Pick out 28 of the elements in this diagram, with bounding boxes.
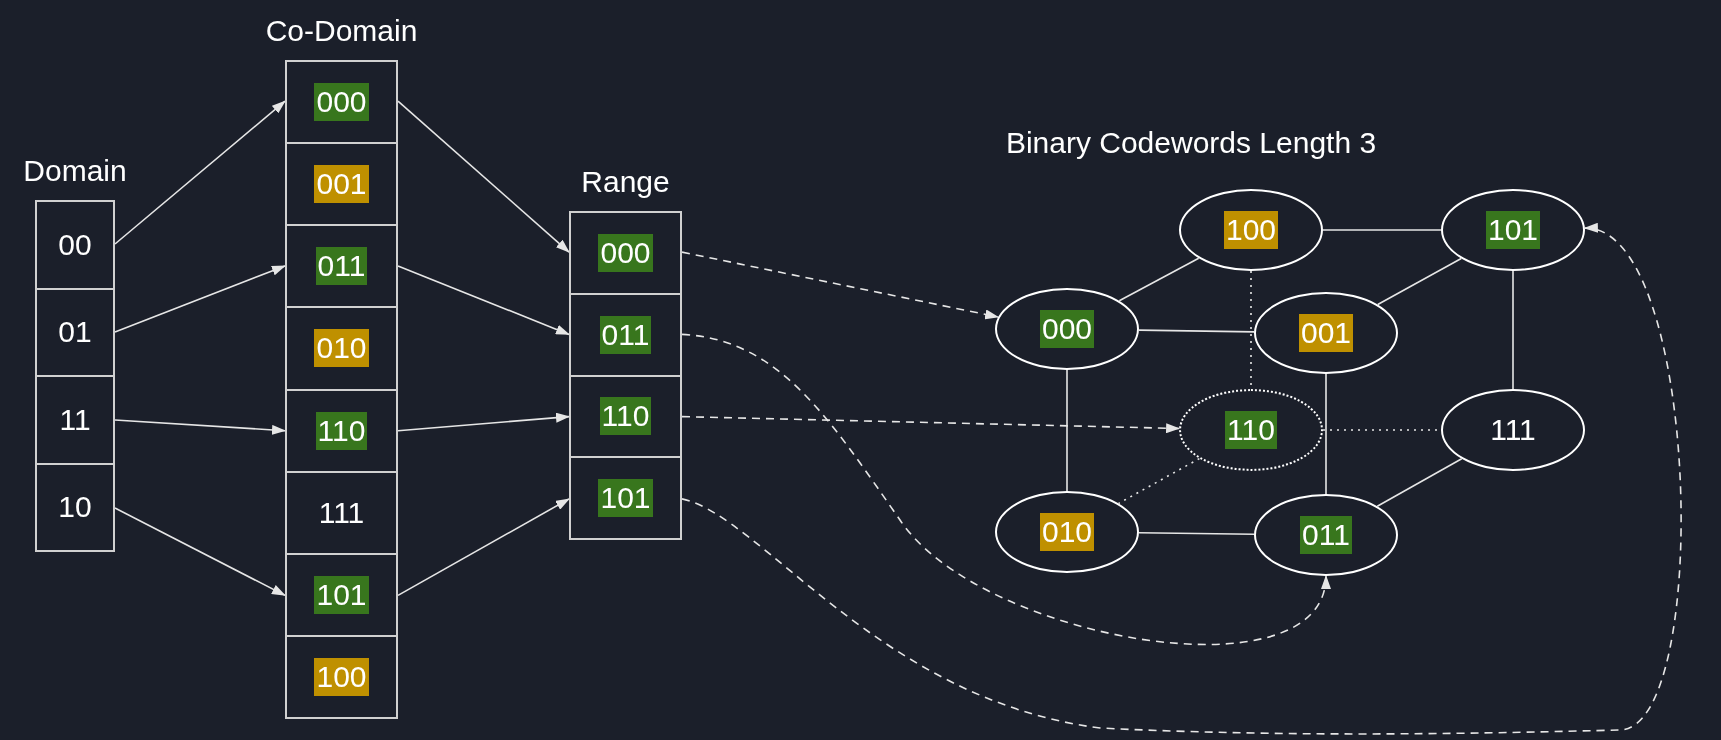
column-heading: Domain: [23, 154, 127, 188]
arrow: [114, 265, 286, 333]
codeword-text: 010: [314, 329, 369, 368]
codeword-text: 001: [314, 165, 369, 204]
codeword-text: 110: [315, 411, 368, 450]
codeword-text: 10: [57, 489, 93, 526]
arrow: [114, 100, 286, 245]
arrow: [397, 412, 570, 432]
codeword-text: 01: [57, 314, 93, 351]
arrow: [114, 507, 286, 597]
codeword-text: 011: [315, 247, 368, 286]
column-heading: Co-Domain: [265, 14, 418, 48]
arrow: [397, 100, 570, 253]
codeword-text: 000: [314, 83, 369, 122]
arrow: [397, 498, 570, 597]
column-heading: Range: [581, 165, 670, 199]
graph-title: Binary Codewords Length 3: [1005, 126, 1377, 160]
codeword-text: 011: [599, 315, 652, 354]
codeword-text: 110: [599, 397, 652, 436]
arrow: [114, 419, 286, 435]
codeword-text: 101: [314, 575, 369, 614]
codeword-text: 11: [58, 401, 92, 438]
codeword-text: 100: [314, 657, 369, 696]
codeword-text: 00: [57, 226, 93, 263]
codeword-text: 111: [317, 494, 366, 531]
codeword-text: 101: [598, 479, 653, 518]
codeword-text: 000: [598, 233, 653, 272]
arrow: [397, 265, 570, 336]
